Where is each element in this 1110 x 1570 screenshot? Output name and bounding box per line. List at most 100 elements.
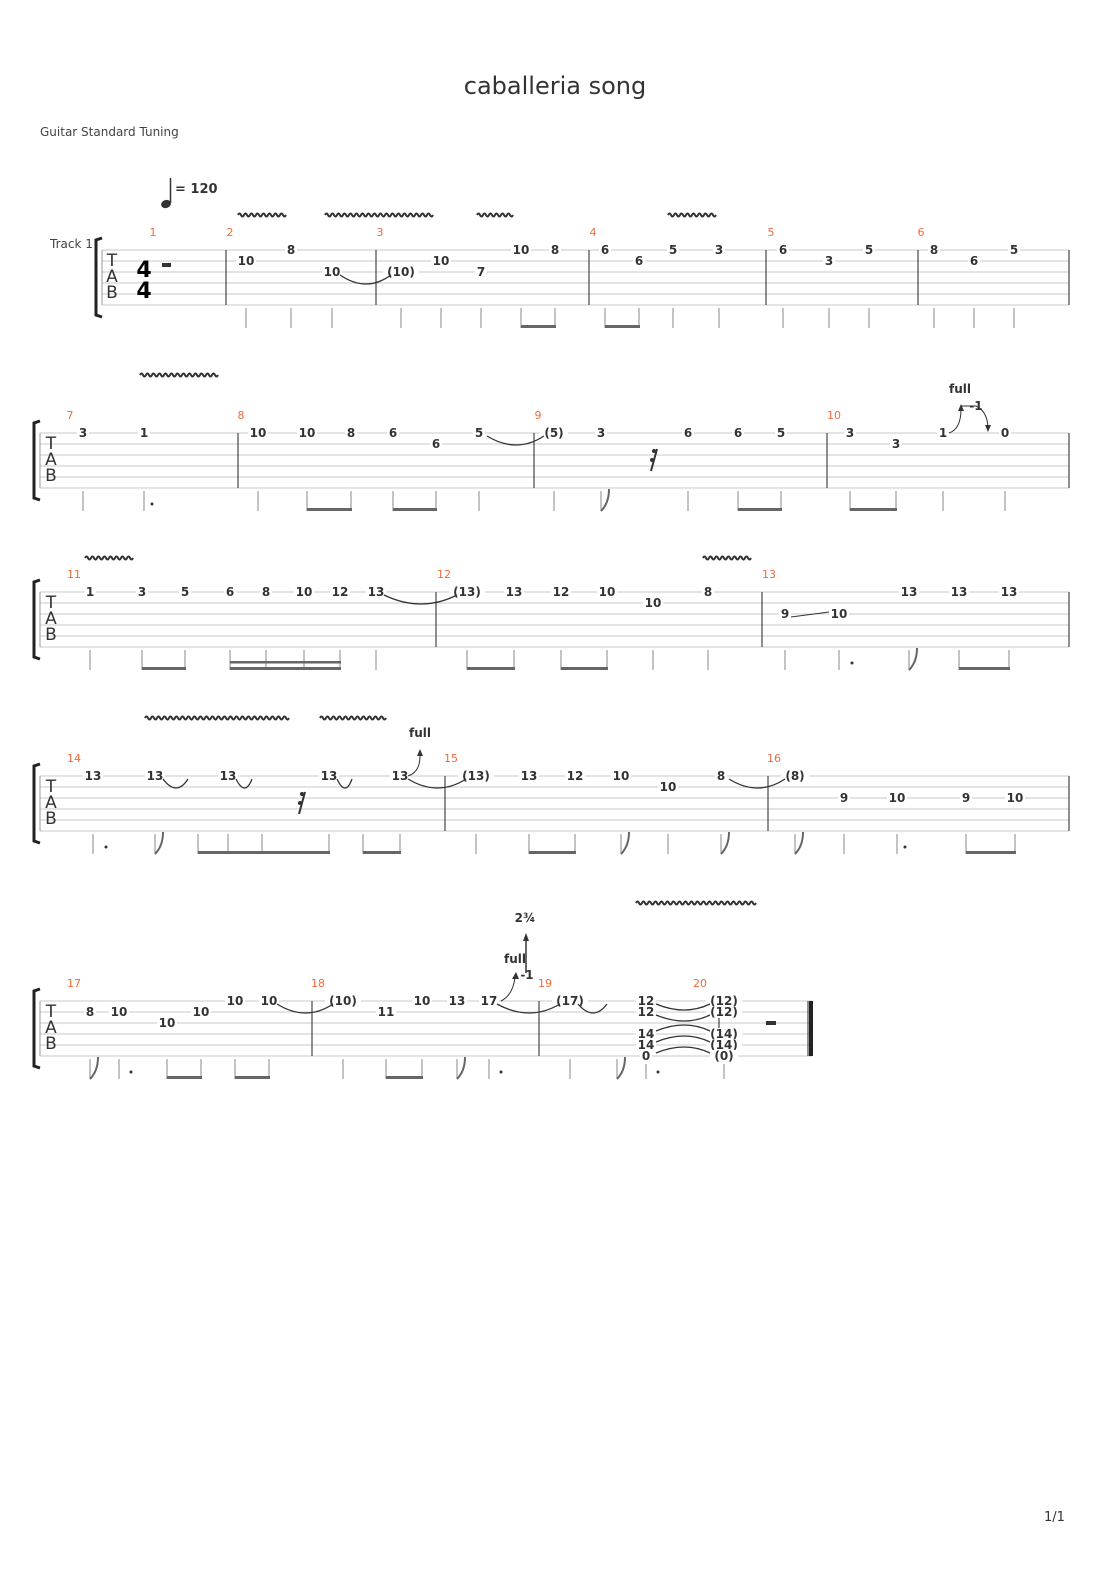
beam [561,667,608,670]
fret-number: 3 [715,243,723,257]
tie [235,778,253,789]
vibrato-mark [324,212,434,218]
fret-number: 6 [389,426,397,440]
fret-mask [248,427,268,439]
rest-dot [650,458,654,462]
fret-mask [633,255,645,267]
vibrato-mark [702,555,752,561]
fret-mask [376,1006,396,1018]
measure-number: 1 [150,226,157,239]
fret-mask [999,427,1011,439]
tie [655,1003,711,1011]
fret-number: 3 [892,437,900,451]
fret-mask [1008,244,1020,256]
fret-number: 10 [227,994,244,1008]
fret-number: 13 [449,994,466,1008]
fret-mask [330,586,350,598]
fret-number: (14) [710,1038,738,1052]
fret-mask [636,1028,656,1040]
bend-arrow [407,755,421,777]
beam-sixteenth [230,661,341,664]
fret-number: 8 [347,426,355,440]
beam [521,325,556,328]
fret-number: (12) [710,1005,738,1019]
beam [363,851,401,854]
fret-mask [412,995,432,1007]
fret-mask [713,244,725,256]
fret-mask [449,586,485,598]
measure-number: 19 [538,977,552,990]
measure-number: 9 [535,409,542,422]
fret-mask [83,770,103,782]
beam [142,667,186,670]
fret-mask [552,995,588,1007]
fret-number: 10 [159,1016,176,1030]
fret-mask [595,427,607,439]
measure-number: 13 [762,568,776,581]
measure-number: 18 [311,977,325,990]
fret-number: 5 [475,426,483,440]
fret-number: 12 [332,585,349,599]
fret-number: (13) [462,769,490,783]
fret-number: 9 [840,791,848,805]
tab-clef-letter: B [106,283,118,303]
measure-number: 12 [437,568,451,581]
tie [383,594,458,605]
fret-number: 10 [1007,791,1024,805]
bend-label: full [504,952,526,966]
fret-mask [599,244,611,256]
fret-mask [949,586,969,598]
fret-number: 6 [970,254,978,268]
fret-number: 8 [262,585,270,599]
fret-number: (10) [387,265,415,279]
note-flag [616,1056,626,1080]
fret-mask [430,438,442,450]
fret-mask [540,427,568,439]
tab-clef-letter: T [45,593,57,613]
fret-number: 12 [553,585,570,599]
fret-number: 6 [684,426,692,440]
fret-number: (0) [714,1049,733,1063]
note-flag [794,831,804,855]
fret-number: 13 [85,769,102,783]
fret-number: (10) [329,994,357,1008]
fret-number: 10 [599,585,616,599]
tie [486,435,545,446]
time-signature-bottom: 4 [136,279,151,304]
note-flag [720,831,730,855]
fret-mask [458,770,494,782]
fret-mask [643,597,663,609]
fret-mask [937,427,949,439]
fret-mask [551,586,571,598]
tie [339,274,392,285]
tab-clef-letter: B [45,466,57,486]
vibrato-mark [319,715,387,721]
tab-clef-letter: A [45,609,57,629]
note-flag [89,1056,99,1080]
dotted-note-dot [104,845,108,849]
fret-number: 0 [642,1049,650,1063]
measure-number: 5 [768,226,775,239]
fret-number: 10 [261,994,278,1008]
measure-number: 20 [693,977,707,990]
dotted-note-dot [903,845,907,849]
bend-arrow [500,976,516,1002]
fret-number: (13) [453,585,481,599]
fret-number: 6 [635,254,643,268]
beam [230,667,341,670]
tab-clef-letter: T [45,434,57,454]
fret-number: 10 [238,254,255,268]
fret-number: 1 [939,426,947,440]
note-flag [456,1056,466,1080]
fret-number: 13 [392,769,409,783]
vibrato-mark [667,212,717,218]
vibrato-mark [84,555,134,561]
dotted-note-dot [656,1070,660,1074]
fret-number: (8) [785,769,804,783]
fret-mask [611,770,631,782]
release-arrow [975,405,989,428]
fret-number: 7 [477,265,485,279]
dotted-note-dot [129,1070,133,1074]
bend-arrowhead [512,972,519,979]
fret-mask [191,1006,211,1018]
